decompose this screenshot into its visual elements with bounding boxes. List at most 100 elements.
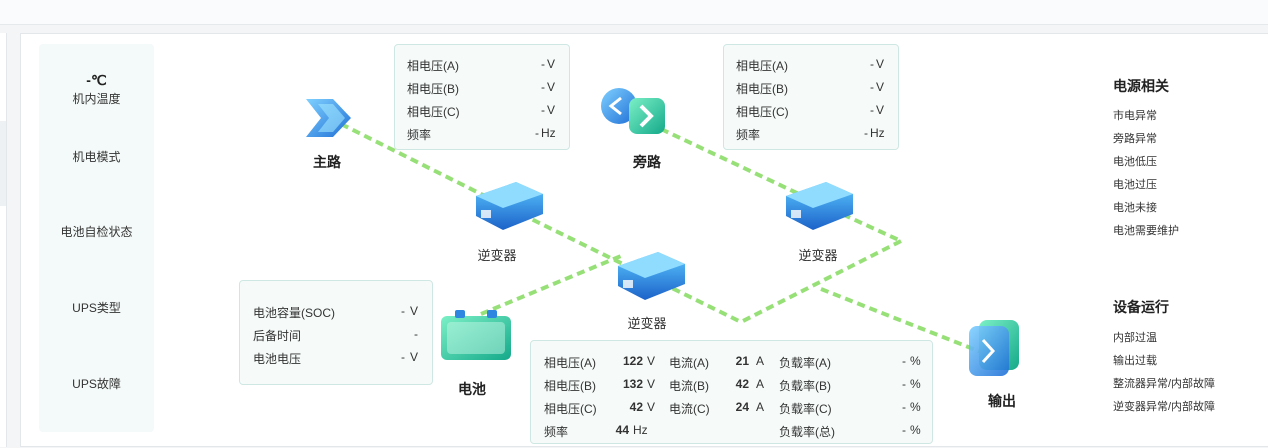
main-voltage-b-label: 相电压(B) bbox=[407, 82, 459, 96]
out-current-c-unit: A bbox=[756, 400, 765, 414]
inverter-label-left: 逆变器 bbox=[477, 248, 517, 263]
alarm-item: 输出过载 bbox=[1113, 355, 1157, 367]
battery-backup-value: - bbox=[414, 327, 418, 341]
out-load-c-value: - bbox=[902, 400, 906, 414]
bypass-voltage-c-label: 相电压(C) bbox=[736, 105, 789, 119]
bypass-voltage-c-unit: V bbox=[876, 103, 885, 117]
out-voltage-a-value: 122 bbox=[622, 354, 643, 368]
inverter-icon-right bbox=[786, 182, 853, 230]
bypass-frequency-unit: Hz bbox=[870, 126, 885, 140]
ups-type-label: UPS类型 bbox=[72, 301, 121, 315]
battery-backup-label: 后备时间 bbox=[253, 329, 302, 343]
battery-voltage-value: - bbox=[401, 350, 405, 364]
battery-voltage-label: 电池电压 bbox=[253, 352, 302, 366]
main-route-label: 主路 bbox=[313, 154, 341, 170]
inverter-label-center: 逆变器 bbox=[627, 316, 667, 331]
status-panel: -℃ 机内温度 机电模式 电池自检状态 UPS类型 UPS故障 bbox=[39, 44, 154, 432]
out-voltage-a-unit: V bbox=[647, 354, 656, 368]
bypass-voltage-a-value: - bbox=[870, 57, 874, 71]
out-current-b-label: 电流(B) bbox=[669, 379, 709, 393]
out-load-b-label: 负载率(B) bbox=[779, 379, 831, 393]
battery-box: 电池容量(SOC) - V 后备时间 - 电池电压 - V bbox=[239, 280, 433, 385]
temperature-value: -℃ bbox=[86, 72, 107, 88]
main-voltage-b-value: - bbox=[541, 80, 545, 94]
battery-icon bbox=[441, 310, 511, 360]
out-voltage-c-unit: V bbox=[647, 400, 656, 414]
bypass-frequency-value: - bbox=[864, 126, 868, 140]
bypass-voltage-a-label: 相电压(A) bbox=[736, 59, 788, 73]
inverter-icon-center bbox=[618, 252, 685, 300]
main-voltage-c-unit: V bbox=[547, 103, 556, 117]
bypass-voltage-a-unit: V bbox=[876, 57, 885, 71]
top-bar bbox=[0, 0, 1268, 25]
selfcheck-label: 电池自检状态 bbox=[60, 225, 133, 239]
battery-label: 电池 bbox=[458, 381, 486, 397]
inverter-label-right: 逆变器 bbox=[798, 248, 838, 263]
out-load-c-unit: % bbox=[910, 400, 921, 414]
alarm-item: 市电异常 bbox=[1113, 110, 1157, 122]
out-current-a-value: 21 bbox=[735, 354, 749, 368]
battery-soc-unit: V bbox=[410, 304, 419, 318]
out-frequency-label: 频率 bbox=[544, 425, 569, 439]
main-voltage-c-value: - bbox=[541, 103, 545, 117]
out-current-c-label: 电流(C) bbox=[669, 402, 710, 416]
out-voltage-b-unit: V bbox=[647, 377, 656, 391]
out-load-a-value: - bbox=[902, 354, 906, 368]
out-voltage-b-label: 相电压(B) bbox=[544, 379, 596, 393]
out-frequency-unit: Hz bbox=[633, 423, 648, 437]
out-current-a-label: 电流(A) bbox=[669, 356, 709, 370]
out-load-a-unit: % bbox=[910, 354, 921, 368]
alarm-item: 内部过温 bbox=[1113, 332, 1157, 344]
output-label: 输出 bbox=[988, 393, 1016, 409]
left-nav-active-item[interactable] bbox=[0, 121, 6, 206]
alarm-item: 旁路异常 bbox=[1113, 133, 1157, 145]
bypass-voltage-c-value: - bbox=[870, 103, 874, 117]
out-voltage-c-label: 相电压(C) bbox=[544, 402, 597, 416]
out-load-b-unit: % bbox=[910, 377, 921, 391]
bypass-voltage-b-value: - bbox=[870, 80, 874, 94]
bypass-icon bbox=[601, 88, 665, 134]
out-load-total-unit: % bbox=[910, 423, 921, 437]
alarm-item: 电池需要维护 bbox=[1113, 225, 1179, 237]
bypass-voltage-b-unit: V bbox=[876, 80, 885, 94]
main-route-box: 相电压(A) - V 相电压(B) - V 相电压(C) - V 频率 - Hz bbox=[394, 44, 570, 150]
flow-diagram bbox=[306, 88, 1019, 376]
main-frequency-value: - bbox=[535, 126, 539, 140]
bypass-frequency-label: 频率 bbox=[736, 128, 761, 142]
out-current-a-unit: A bbox=[756, 354, 765, 368]
bypass-voltage-b-label: 相电压(B) bbox=[736, 82, 788, 96]
main-voltage-a-label: 相电压(A) bbox=[407, 59, 459, 73]
main-voltage-a-unit: V bbox=[547, 57, 556, 71]
alarm-item: 电池过压 bbox=[1113, 179, 1157, 191]
out-voltage-c-value: 42 bbox=[629, 400, 643, 414]
device-alarms-title: 设备运行 bbox=[1113, 299, 1169, 315]
main-voltage-b-unit: V bbox=[547, 80, 556, 94]
main-route-icon bbox=[306, 99, 351, 137]
output-icon bbox=[969, 320, 1019, 376]
out-load-c-label: 负载率(C) bbox=[779, 402, 832, 416]
mode-label: 机电模式 bbox=[72, 150, 121, 164]
out-current-b-unit: A bbox=[756, 377, 765, 391]
bypass-box: 相电压(A) - V 相电压(B) - V 相电压(C) - V 频率 - Hz bbox=[723, 44, 899, 150]
alarm-item: 电池未接 bbox=[1113, 202, 1157, 214]
bypass-label: 旁路 bbox=[633, 154, 661, 170]
main-frequency-label: 频率 bbox=[407, 128, 432, 142]
out-voltage-b-value: 132 bbox=[622, 377, 643, 391]
alarm-item: 电池低压 bbox=[1113, 156, 1157, 168]
power-alarms-title: 电源相关 bbox=[1113, 78, 1169, 94]
battery-voltage-unit: V bbox=[410, 350, 419, 364]
out-frequency-value: 44 bbox=[615, 423, 629, 437]
out-current-c-value: 24 bbox=[735, 400, 749, 414]
out-load-total-value: - bbox=[902, 423, 906, 437]
out-load-a-label: 负载率(A) bbox=[779, 356, 831, 370]
temperature-label: 机内温度 bbox=[72, 92, 121, 106]
out-current-b-value: 42 bbox=[735, 377, 749, 391]
battery-soc-value: - bbox=[401, 304, 405, 318]
out-load-b-value: - bbox=[902, 377, 906, 391]
left-nav-strip bbox=[0, 33, 7, 447]
main-voltage-c-label: 相电压(C) bbox=[407, 105, 460, 119]
out-load-total-label: 负载率(总) bbox=[779, 425, 835, 439]
main-frequency-unit: Hz bbox=[541, 126, 556, 140]
ups-diagram-panel: -℃ 机内温度 机电模式 电池自检状态 UPS类型 UPS故障 bbox=[20, 33, 1268, 447]
alarm-item: 逆变器异常/内部故障 bbox=[1113, 401, 1216, 413]
